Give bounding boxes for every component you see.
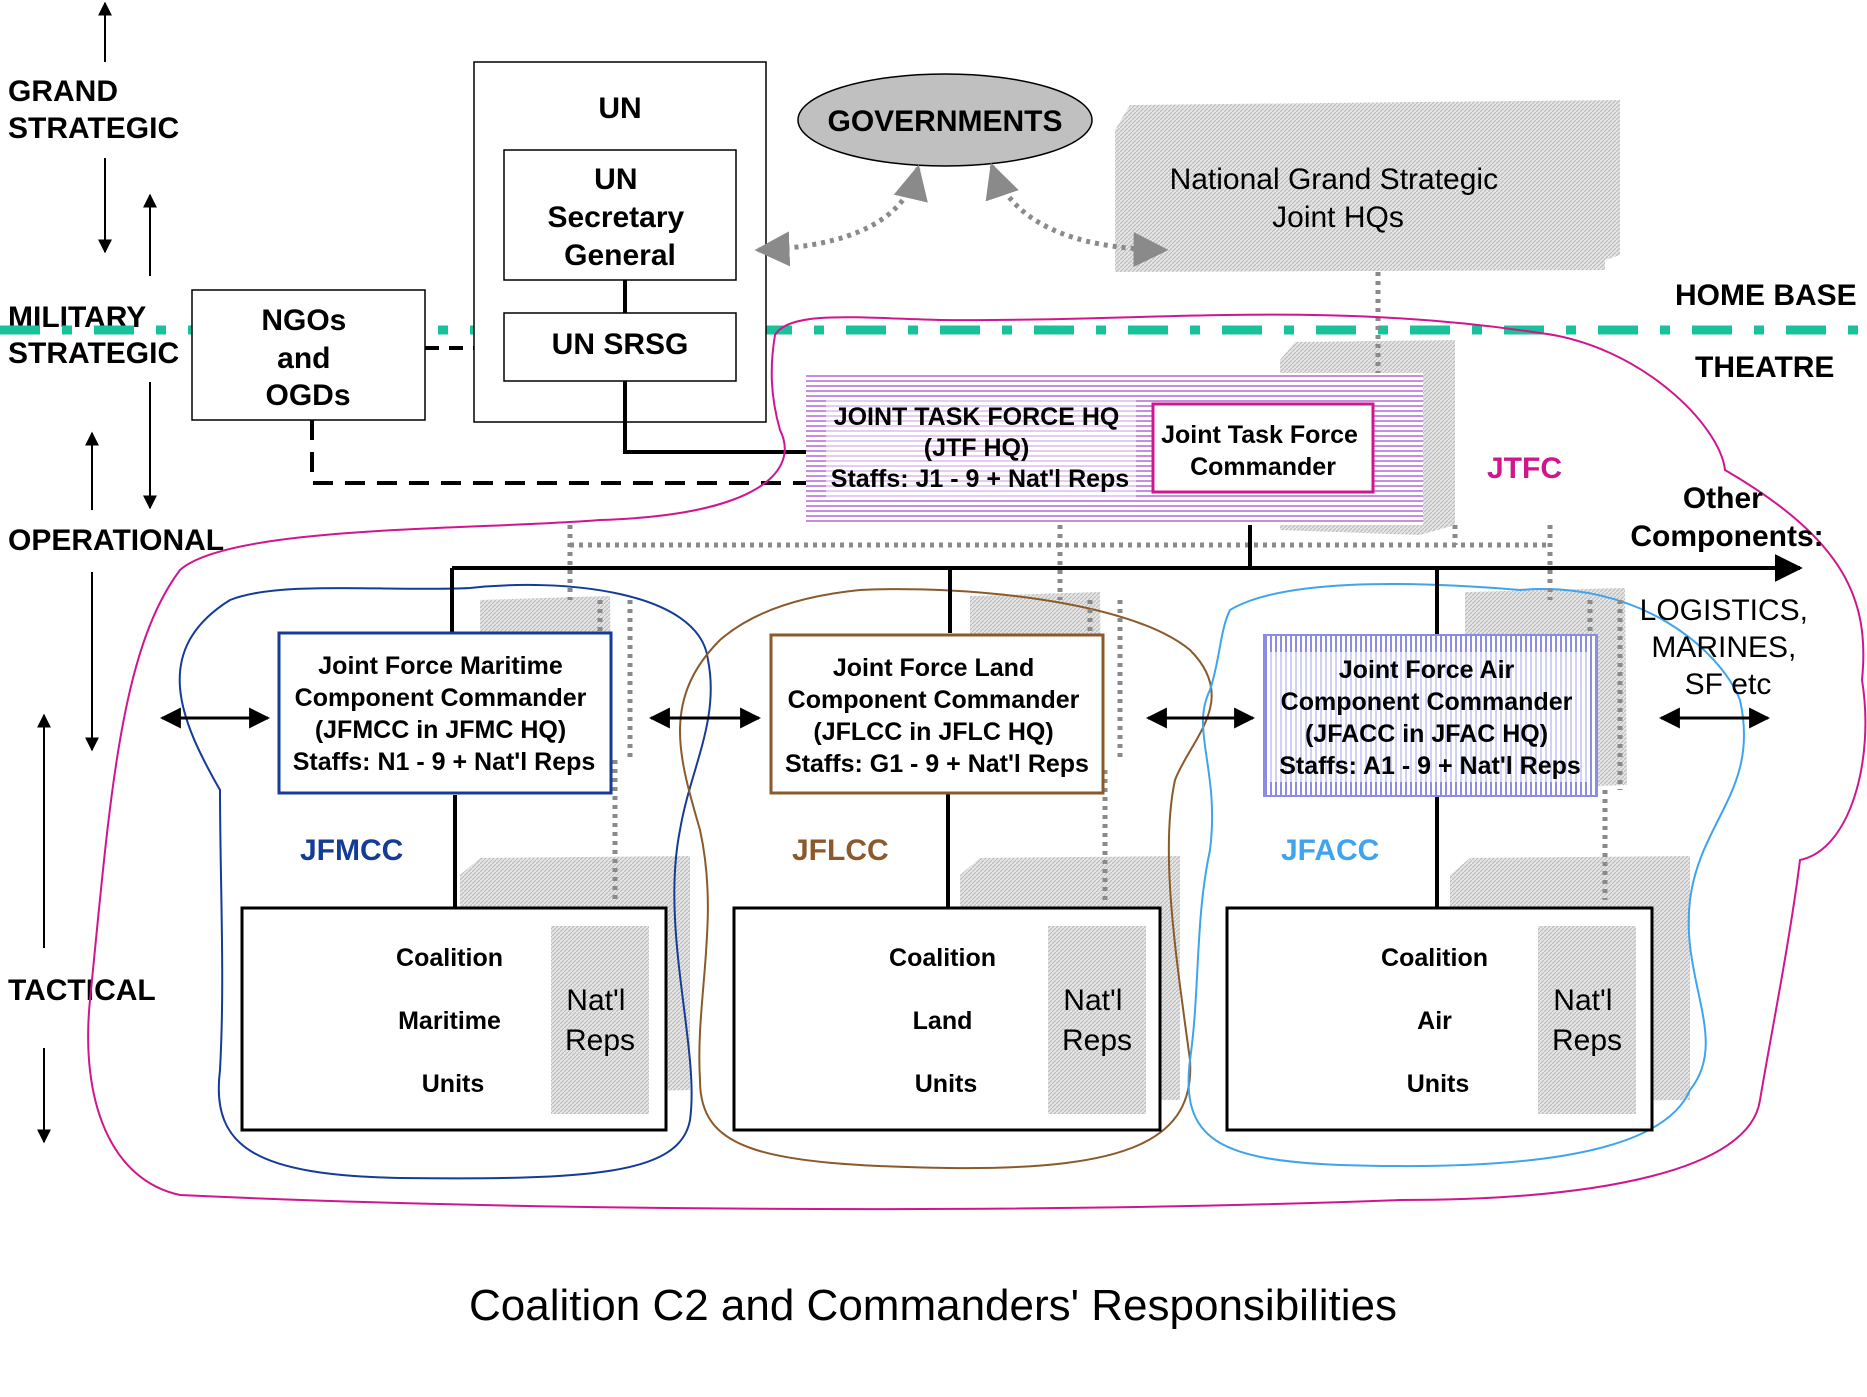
air-units-label: Coalition Air Units [1381, 944, 1495, 1098]
level-grand-strategic: GRAND STRATEGIC [8, 75, 179, 145]
land-units-label: Coalition Land Units [889, 944, 1003, 1098]
diagram-caption: Coalition C2 and Commanders' Responsibil… [469, 1281, 1397, 1330]
jtf-hq-label-backing [826, 398, 1136, 498]
jflcc-hq-box [769, 633, 1105, 795]
jflcc-label: JFLCC [792, 834, 889, 867]
srsg-to-jtf-link [623, 381, 806, 454]
land-natl-reps-label: Nat'l Reps [1062, 984, 1132, 1057]
national-hq-label: National Grand Strategic Joint HQs [1170, 163, 1507, 234]
governments-ellipse [797, 73, 1093, 167]
national-hq-shadow [1115, 100, 1620, 272]
jflcc-outline [679, 588, 1213, 1170]
jtf-hq-label: JOINT TASK FORCE HQ (JTF HQ) Staffs: J1 … [831, 403, 1129, 493]
home-base-label: HOME BASE [1675, 279, 1857, 312]
jfmcc-hq-box [277, 631, 613, 795]
un-srsg-label: UN SRSG [552, 328, 689, 361]
air-natl-reps-panel [1538, 926, 1636, 1114]
air-natl-reps-label: Nat'l Reps [1552, 984, 1622, 1057]
ngos-label: NGOs and OGDs [261, 304, 354, 412]
jtfc-label: JTFC [1487, 452, 1562, 485]
maritime-natl-reps-panel [551, 926, 649, 1114]
maritime-natl-reps-label: Nat'l Reps [565, 984, 635, 1057]
jfmcc-label: JFMCC [300, 834, 403, 867]
jfacc-hq-label: Joint Force Air Component Commander (JFA… [1279, 656, 1581, 780]
command-lines [450, 525, 1803, 908]
level-operational: OPERATIONAL [8, 524, 224, 557]
governments-label: GOVERNMENTS [827, 105, 1062, 138]
maritime-units-label: Coalition Maritime Units [396, 944, 510, 1098]
un-title: UN [598, 92, 641, 125]
land-natl-reps-panel [1048, 926, 1146, 1114]
ngos-to-jtf-dashed-link [310, 420, 806, 485]
level-tactical: TACTICAL [8, 974, 156, 1007]
jflcc-hq-label: Joint Force Land Component Commander (JF… [785, 654, 1089, 778]
other-components-label: Other Components: [1630, 482, 1823, 553]
jtfc-responsibility-outline [87, 313, 1867, 1211]
un-secretary-general-label: UN Secretary General [547, 163, 692, 272]
jfacc-label: JFACC [1281, 834, 1379, 867]
other-components-list: LOGISTICS, MARINES, SF etc [1640, 594, 1817, 701]
governments-to-un-link [754, 164, 928, 267]
un-secretary-general-box [503, 149, 737, 281]
jtf-commander-label: Joint Task Force Commander [1161, 421, 1365, 481]
jtf-commander-box [1151, 402, 1375, 494]
level-axis-arrows [37, 1, 157, 1144]
governments-to-national-hq-link [985, 162, 1169, 268]
jfacc-hq-label-backing [1270, 652, 1590, 782]
ngos-box [191, 289, 426, 421]
theatre-label: THEATRE [1695, 351, 1834, 384]
level-military-strategic: MILITARY STRATEGIC [8, 301, 179, 370]
jfmcc-hq-label: Joint Force Maritime Component Commander… [293, 652, 596, 776]
un-srsg-box [503, 312, 737, 382]
